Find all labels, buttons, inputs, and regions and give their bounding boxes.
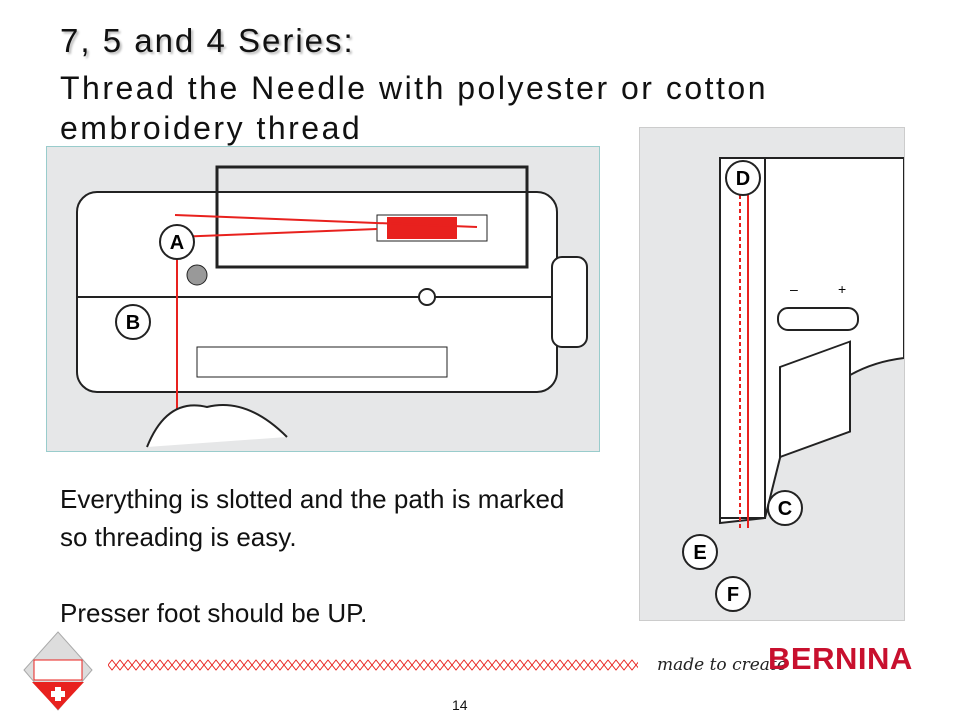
body-paragraph-2: Presser foot should be UP. [60,598,368,628]
label-e: E [682,534,718,570]
svg-text:E: E [693,542,706,564]
body-paragraph-1: Everything is slotted and the path is ma… [60,484,565,552]
machine-top-view-diagram: A B [46,146,600,452]
page-number: 14 [452,697,468,713]
speed-plus-label: + [838,281,846,297]
svg-text:B: B [126,312,140,334]
label-f: F [715,576,751,612]
slide-title: 7, 5 and 4 Series: [60,22,355,59]
svg-text:A: A [170,232,184,254]
label-d: D [725,160,761,196]
machine-front-view-diagram: – + D C E F [639,127,905,621]
label-c: C [767,490,803,526]
speed-minus-label: – [790,281,798,297]
tagline: made to create [657,655,787,675]
decorative-stitch-line [108,659,638,671]
slide-subtitle: Thread the Needle with polyester or cott… [60,70,768,146]
svg-text:F: F [727,584,739,606]
brand-logo: BERNINA [768,641,913,676]
svg-text:C: C [778,498,792,520]
label-b: B [115,304,151,340]
label-a: A [159,224,195,260]
swiss-heritage-logo [23,631,93,711]
svg-text:D: D [736,168,750,190]
